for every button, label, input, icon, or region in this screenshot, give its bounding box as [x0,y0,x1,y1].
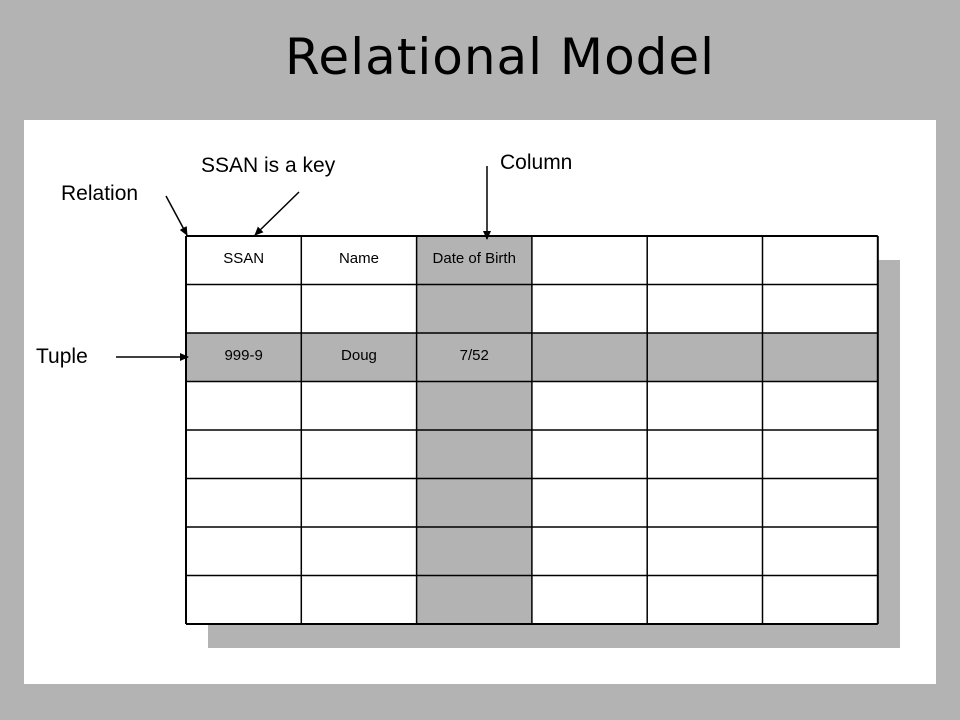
relation-label: Relation [61,182,139,205]
column-label: Column [500,151,573,174]
slide-title: Relational Model [284,28,716,86]
table-cell: 7/52 [459,347,489,364]
key-label: SSAN is a key [201,154,336,177]
column-header: SSAN [223,250,265,267]
tuple-label: Tuple [36,345,88,368]
table-cell: Doug [341,347,377,364]
relation-table-graphic [116,166,879,625]
column-header: Date of Birth [432,250,516,267]
key-arrow [254,191,300,236]
table-cell: 999-9 [224,347,263,364]
relation-arrow [165,195,188,236]
column-header: Name [338,250,379,267]
diagram-panel: Relation SSAN is a key Column Tuple SSAN… [24,120,936,684]
